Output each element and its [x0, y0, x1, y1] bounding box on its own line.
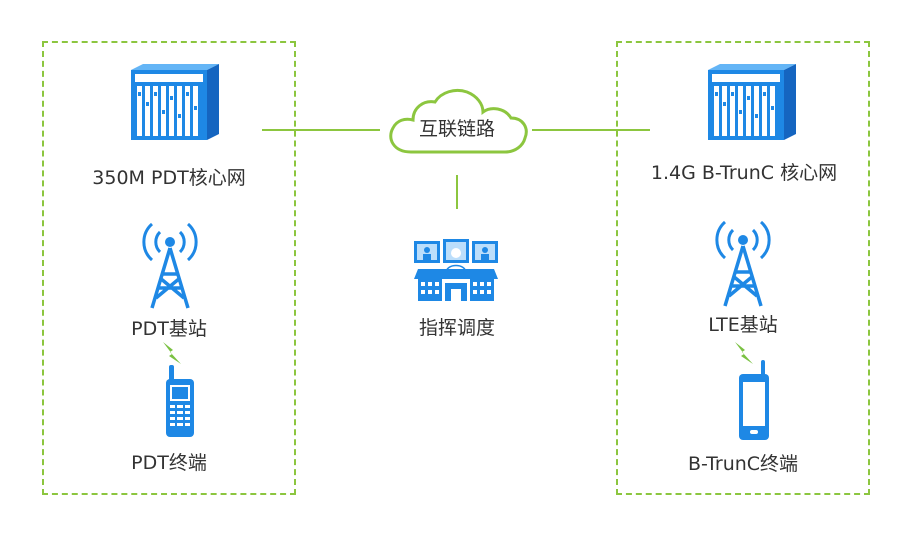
lightning-icon — [735, 342, 753, 364]
base-station-tower-icon — [715, 220, 771, 307]
cloud-icon — [389, 88, 528, 154]
pdt-terminal-label: PDT终端 — [131, 452, 207, 474]
link-line-right — [532, 129, 650, 131]
link-line-left — [262, 129, 380, 131]
dispatch-center-icon — [414, 239, 498, 301]
btrunc-smartphone-icon — [739, 360, 769, 440]
command-dispatch-label: 指挥调度 — [418, 317, 496, 339]
pdt-handheld-radio-icon — [166, 365, 194, 437]
pdt-base-station-label: PDT基站 — [131, 318, 207, 340]
lightning-icon — [163, 342, 181, 364]
btrunc-core-network-label: 1.4G B-TrunC 核心网 — [650, 162, 838, 184]
btrunc-terminal-label: B-TrunC终端 — [687, 453, 799, 475]
btrunc-network-panel — [616, 41, 870, 495]
server-rack-icon — [131, 64, 219, 140]
link-line-down — [456, 175, 458, 209]
pdt-core-network-label: 350M PDT核心网 — [92, 167, 246, 189]
base-station-tower-icon — [142, 222, 198, 309]
server-rack-icon — [708, 64, 796, 140]
lte-base-station-label: LTE基站 — [708, 314, 778, 336]
interconnect-link-label: 互联链路 — [418, 118, 496, 140]
pdt-network-panel — [42, 41, 296, 495]
